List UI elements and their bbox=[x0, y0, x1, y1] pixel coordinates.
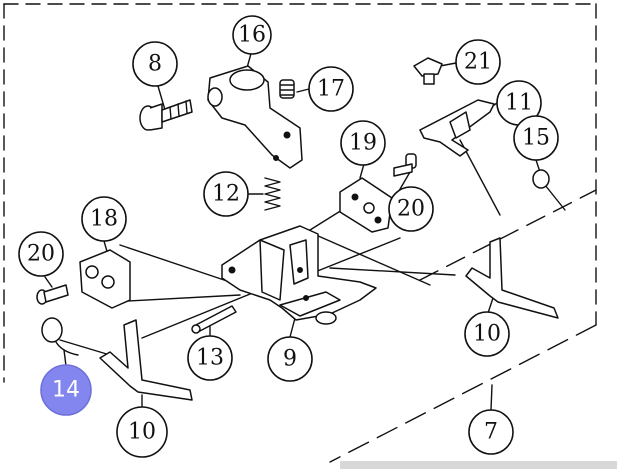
part-15-ring bbox=[532, 169, 550, 189]
svg-text:13: 13 bbox=[196, 346, 224, 371]
svg-text:7: 7 bbox=[484, 420, 498, 445]
part-13-pin bbox=[191, 305, 237, 334]
svg-text:10: 10 bbox=[473, 322, 501, 347]
svg-text:20: 20 bbox=[27, 242, 55, 267]
part-14-ring bbox=[41, 317, 79, 356]
callout-18: 18 bbox=[81, 196, 127, 242]
part-21-thumb-screw bbox=[413, 57, 443, 85]
svg-text:9: 9 bbox=[283, 347, 297, 372]
part-9-presser-foot bbox=[221, 225, 377, 325]
callout-8: 8 bbox=[132, 41, 178, 87]
horizontal-scrollbar[interactable] bbox=[340, 461, 617, 469]
dashed-frame bbox=[3, 3, 597, 463]
part-17-set-screw bbox=[279, 79, 295, 99]
part-16-arm bbox=[207, 65, 303, 169]
svg-text:14: 14 bbox=[52, 378, 80, 403]
svg-text:20: 20 bbox=[397, 197, 425, 222]
callout-19: 19 bbox=[340, 120, 386, 166]
callout-10-right: 10 bbox=[464, 311, 510, 357]
callout-9: 9 bbox=[267, 336, 313, 382]
part-18-block bbox=[79, 249, 131, 309]
part-12-spring bbox=[264, 177, 281, 211]
svg-text:17: 17 bbox=[317, 77, 345, 102]
part-20-screw-left bbox=[36, 284, 69, 305]
callout-11: 11 bbox=[496, 80, 542, 126]
svg-text:18: 18 bbox=[90, 207, 118, 232]
svg-text:11: 11 bbox=[505, 91, 533, 116]
callout-20-right: 20 bbox=[388, 186, 434, 232]
svg-text:19: 19 bbox=[349, 131, 377, 156]
callout-13: 13 bbox=[187, 335, 233, 381]
callout-10-left: 10 bbox=[116, 406, 168, 458]
part-8-screw bbox=[139, 99, 193, 131]
callout-15: 15 bbox=[513, 115, 559, 161]
part-19-plate bbox=[339, 177, 393, 233]
svg-text:8: 8 bbox=[148, 52, 162, 77]
svg-text:12: 12 bbox=[212, 182, 240, 207]
part-20-screw-right bbox=[393, 153, 417, 177]
svg-text:15: 15 bbox=[522, 126, 550, 151]
svg-text:16: 16 bbox=[238, 23, 266, 48]
callout-21: 21 bbox=[455, 39, 501, 85]
svg-text:10: 10 bbox=[128, 420, 156, 445]
callout-20-left: 20 bbox=[18, 231, 64, 277]
callout-17: 17 bbox=[308, 66, 354, 112]
svg-text:21: 21 bbox=[464, 50, 492, 75]
callout-16: 16 bbox=[232, 15, 272, 55]
callout-7: 7 bbox=[468, 409, 514, 455]
part-11-guide-plate bbox=[419, 99, 495, 157]
callout-14-highlighted[interactable]: 14 bbox=[40, 364, 92, 416]
part-10-bracket-right bbox=[465, 237, 559, 319]
part-10-bracket-left bbox=[99, 319, 193, 401]
callout-12: 12 bbox=[203, 171, 249, 217]
